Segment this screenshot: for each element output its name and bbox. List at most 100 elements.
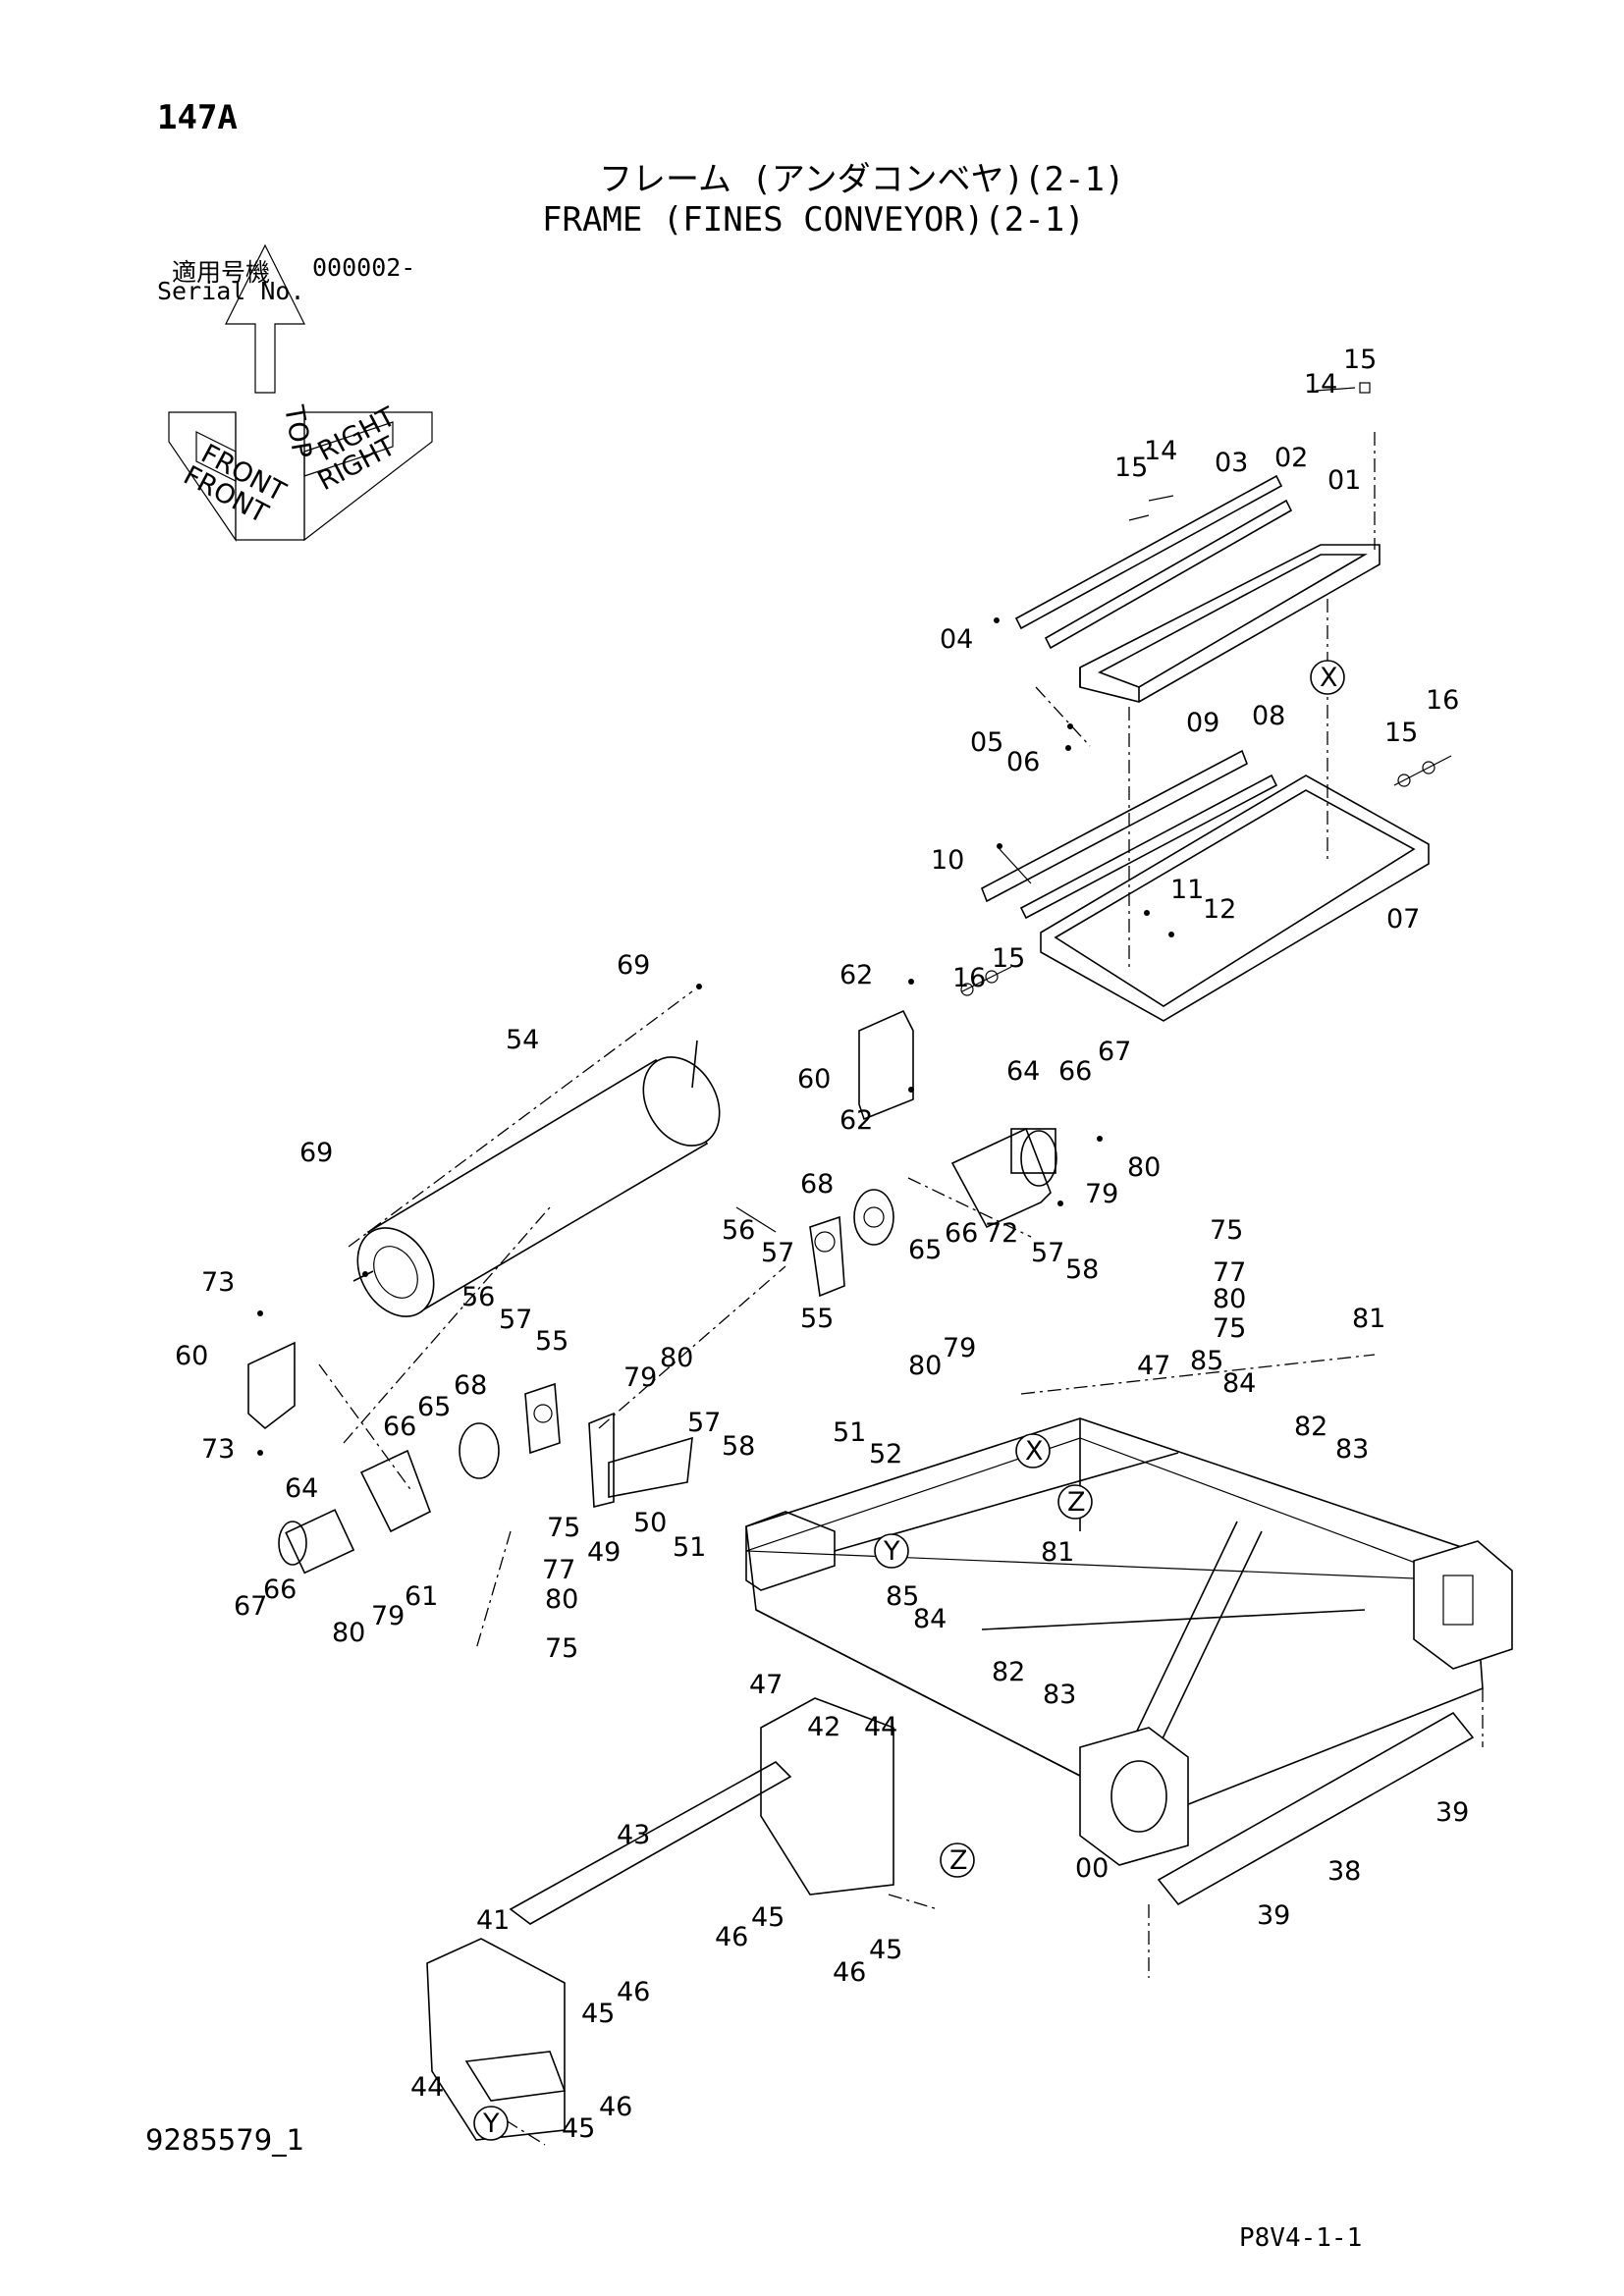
callout-77: 77 bbox=[542, 1555, 575, 1585]
callout-16: 16 bbox=[952, 963, 986, 993]
callout-79: 79 bbox=[623, 1362, 657, 1393]
callout-06: 06 bbox=[1006, 747, 1040, 777]
callout-80: 80 bbox=[1213, 1284, 1246, 1314]
callout-60: 60 bbox=[797, 1064, 831, 1095]
callout-52: 52 bbox=[869, 1439, 902, 1469]
callout-65: 65 bbox=[908, 1235, 942, 1265]
callout-15: 15 bbox=[1343, 345, 1377, 375]
callout-64: 64 bbox=[1006, 1056, 1040, 1087]
callout-75: 75 bbox=[1213, 1313, 1246, 1344]
serial-number-value: 000002- bbox=[312, 253, 416, 282]
page-title: FRAME (FINES CONVEYOR)(2-1) bbox=[542, 200, 1085, 240]
callout-66: 66 bbox=[945, 1218, 978, 1249]
callout-80: 80 bbox=[660, 1343, 693, 1373]
callout-09: 09 bbox=[1186, 708, 1219, 738]
callout-16: 16 bbox=[1426, 685, 1459, 716]
callout-45: 45 bbox=[751, 1902, 785, 1933]
callout-15: 15 bbox=[992, 943, 1025, 974]
callout-47: 47 bbox=[749, 1670, 783, 1700]
callout-68: 68 bbox=[800, 1169, 834, 1200]
callout-69: 69 bbox=[617, 950, 650, 981]
callout-66: 66 bbox=[1058, 1056, 1092, 1087]
callout-07: 07 bbox=[1386, 904, 1420, 934]
callout-45: 45 bbox=[562, 2113, 595, 2144]
callout-44: 44 bbox=[864, 1712, 897, 1742]
callout-56: 56 bbox=[461, 1282, 495, 1312]
callout-66: 66 bbox=[383, 1412, 416, 1442]
callout-54: 54 bbox=[506, 1025, 539, 1055]
callout-83: 83 bbox=[1043, 1680, 1076, 1710]
callout-02: 02 bbox=[1274, 443, 1308, 473]
callout-39: 39 bbox=[1435, 1797, 1469, 1828]
callout-62: 62 bbox=[839, 1105, 873, 1136]
callout-46: 46 bbox=[833, 1957, 866, 1988]
callouts: 15 14 15 14 03 02 01 04 05 06 09 08 15 1… bbox=[175, 345, 1469, 2144]
reference-marker-label: X bbox=[1320, 663, 1338, 693]
callout-47: 47 bbox=[1137, 1351, 1170, 1381]
callout-82: 82 bbox=[1294, 1412, 1327, 1442]
callout-42: 42 bbox=[807, 1712, 840, 1742]
reference-marker-label: Y bbox=[883, 1536, 900, 1567]
upper-frame-assembly bbox=[994, 382, 1380, 972]
orientation-label: TOP bbox=[278, 402, 317, 461]
callout-75: 75 bbox=[547, 1513, 580, 1543]
callout-03: 03 bbox=[1215, 448, 1248, 478]
callout-81: 81 bbox=[1352, 1304, 1385, 1334]
callout-50: 50 bbox=[633, 1508, 667, 1538]
callout-12: 12 bbox=[1203, 894, 1236, 925]
callout-64: 64 bbox=[285, 1473, 318, 1504]
callout-58: 58 bbox=[1065, 1255, 1099, 1285]
callout-77: 77 bbox=[1213, 1257, 1246, 1288]
drum-54 bbox=[343, 984, 721, 1444]
callout-79: 79 bbox=[943, 1333, 976, 1363]
callout-58: 58 bbox=[722, 1431, 755, 1462]
callout-84: 84 bbox=[1222, 1368, 1256, 1399]
callout-38: 38 bbox=[1327, 1856, 1361, 1887]
callout-56: 56 bbox=[722, 1215, 755, 1246]
guard-plates bbox=[426, 1697, 939, 2146]
callout-00: 00 bbox=[1075, 1853, 1109, 1884]
callout-39: 39 bbox=[1257, 1900, 1290, 1931]
callout-60: 60 bbox=[175, 1341, 208, 1371]
callout-51: 51 bbox=[673, 1532, 706, 1563]
serial-label: Serial No. bbox=[157, 277, 305, 305]
sheet-code: P8V4-1-1 bbox=[1239, 2223, 1363, 2253]
callout-45: 45 bbox=[869, 1935, 902, 1965]
callout-44: 44 bbox=[410, 2072, 444, 2103]
callout-57: 57 bbox=[499, 1305, 532, 1335]
reference-marker-label: X bbox=[1025, 1436, 1044, 1467]
reference-markers: X X Y Z Z Y bbox=[473, 660, 1345, 2141]
callout-46: 46 bbox=[617, 1977, 650, 2007]
callout-01: 01 bbox=[1327, 465, 1361, 496]
serial-label-japanese: 適用号機 bbox=[172, 258, 271, 287]
callout-57: 57 bbox=[761, 1238, 794, 1268]
callout-79: 79 bbox=[371, 1601, 405, 1631]
callout-75: 75 bbox=[545, 1633, 578, 1664]
callout-67: 67 bbox=[1098, 1037, 1131, 1067]
callout-55: 55 bbox=[535, 1326, 568, 1357]
reference-marker-label: Y bbox=[482, 2109, 500, 2139]
reference-marker-label: Z bbox=[1067, 1487, 1086, 1518]
callout-15: 15 bbox=[1114, 453, 1148, 483]
callout-10: 10 bbox=[931, 845, 964, 876]
callout-45: 45 bbox=[581, 1999, 615, 2029]
callout-51: 51 bbox=[833, 1417, 866, 1448]
callout-65: 65 bbox=[417, 1392, 451, 1422]
callout-62: 62 bbox=[839, 960, 873, 990]
callout-85: 85 bbox=[1190, 1346, 1223, 1376]
callout-57: 57 bbox=[1031, 1238, 1064, 1268]
reference-marker-label: Z bbox=[949, 1845, 968, 1876]
callout-82: 82 bbox=[992, 1657, 1025, 1687]
document-code: 9285579_1 bbox=[145, 2123, 305, 2157]
lower-frame-assembly bbox=[960, 749, 1452, 1022]
callout-46: 46 bbox=[715, 1922, 748, 1952]
callout-66: 66 bbox=[263, 1575, 297, 1605]
callout-80: 80 bbox=[1127, 1152, 1161, 1183]
callout-69: 69 bbox=[299, 1138, 333, 1168]
callout-68: 68 bbox=[454, 1370, 487, 1401]
callout-81: 81 bbox=[1041, 1537, 1074, 1568]
callout-15: 15 bbox=[1384, 718, 1418, 748]
callout-72: 72 bbox=[985, 1218, 1018, 1249]
callout-85: 85 bbox=[886, 1581, 919, 1612]
